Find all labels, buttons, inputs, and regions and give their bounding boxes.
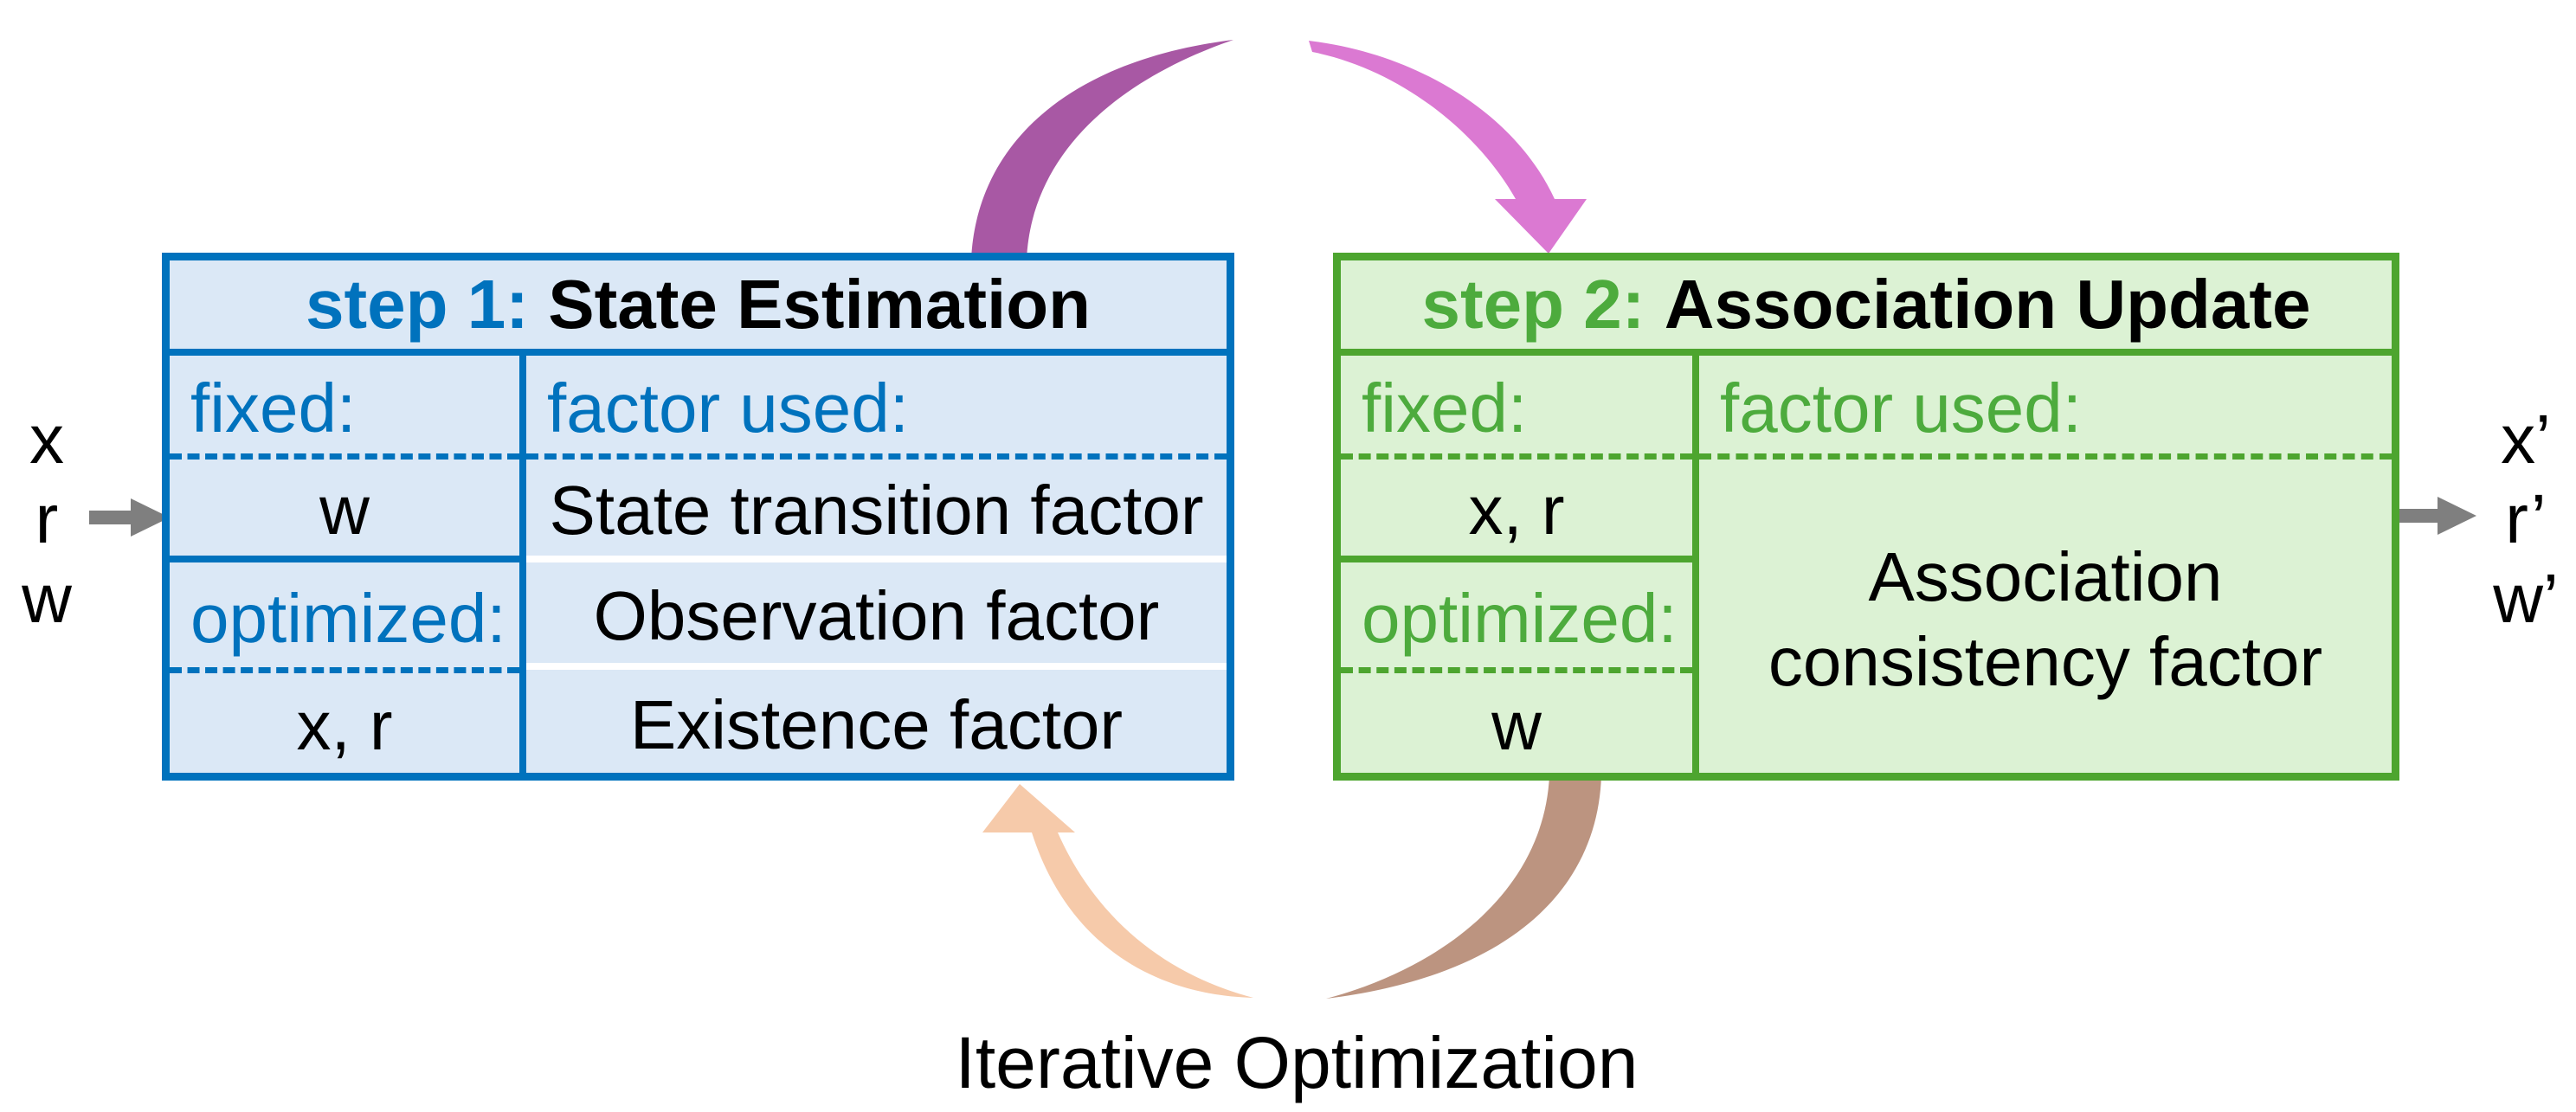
step1-factor-label: factor used: bbox=[526, 363, 1227, 460]
step1-optimized-label: optimized: bbox=[170, 569, 519, 673]
step1-column-divider bbox=[519, 356, 526, 773]
step2-factor-line: Association bbox=[1868, 537, 2223, 615]
step2-header-title: Association Update bbox=[1664, 266, 2311, 343]
output-arrow-icon bbox=[2396, 497, 2476, 535]
step1-box: step 1: State Estimation fixed: w optimi… bbox=[162, 253, 1234, 781]
input-label-w: w bbox=[22, 560, 72, 637]
output-label-w-prime: w’ bbox=[2493, 560, 2559, 637]
step2-factor-cell: Association consistency factor bbox=[1699, 466, 2392, 773]
step2-fixed-value: x, r bbox=[1341, 466, 1692, 562]
step1-header-title: State Estimation bbox=[548, 266, 1092, 343]
step2-optimized-label: optimized: bbox=[1341, 569, 1692, 673]
loop-arrow-bottom-left-half-icon bbox=[982, 784, 1253, 998]
step1-fixed-label: fixed: bbox=[170, 363, 519, 460]
step1-factor-row: Existence factor bbox=[629, 686, 1124, 763]
step1-factor-row: Observation factor bbox=[526, 569, 1227, 670]
step1-optimized-value: x, r bbox=[296, 687, 393, 764]
step2-header-prefix: step 2: bbox=[1421, 266, 1645, 343]
output-labels: x’ r’ w’ bbox=[2474, 400, 2576, 639]
output-label-r-prime: r’ bbox=[2505, 480, 2547, 557]
input-label-r: r bbox=[35, 480, 59, 557]
step2-fixed-label: fixed: bbox=[1341, 363, 1692, 460]
loop-arrow-top-left-half-icon bbox=[971, 40, 1233, 260]
output-label-x-prime: x’ bbox=[2501, 401, 2551, 478]
loop-label: Iterative Optimization bbox=[955, 1022, 1639, 1103]
step2-optimized-value: w bbox=[1491, 687, 1542, 764]
step2-column-divider bbox=[1692, 356, 1699, 773]
step1-fixed-value: w bbox=[170, 466, 519, 562]
step2-box: step 2: Association Update fixed: x, r o… bbox=[1333, 253, 2399, 781]
step1-header-prefix: step 1: bbox=[305, 266, 529, 343]
loop-arrow-top-right-half-icon bbox=[1309, 41, 1587, 254]
loop-arrow-bottom-right-half-icon bbox=[1326, 775, 1601, 999]
input-arrow-icon bbox=[89, 498, 170, 537]
input-labels: x r w bbox=[7, 400, 87, 639]
step1-factor-row: State transition factor bbox=[526, 466, 1227, 562]
input-label-x: x bbox=[29, 401, 64, 478]
step2-header: step 2: Association Update bbox=[1341, 260, 2392, 356]
step1-header: step 1: State Estimation bbox=[170, 260, 1227, 356]
step2-factor-line: consistency factor bbox=[1768, 622, 2323, 700]
step2-factor-label: factor used: bbox=[1699, 363, 2392, 460]
